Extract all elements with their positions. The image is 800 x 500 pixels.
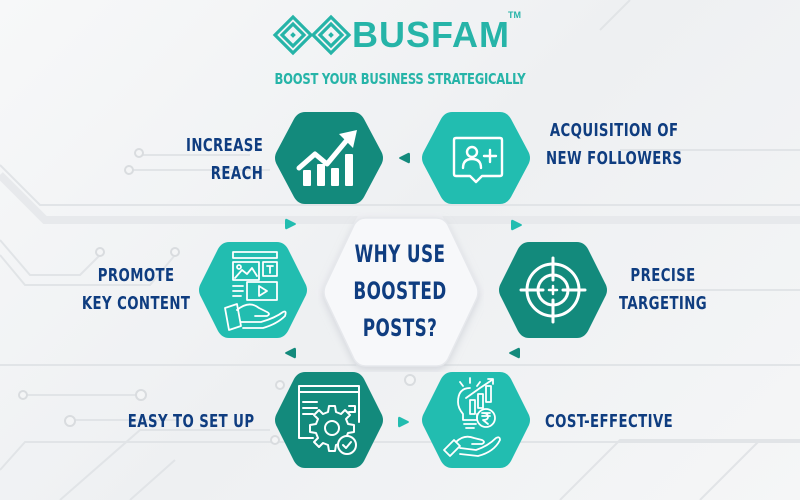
center-title-line-2: BOOSTED (353, 277, 447, 305)
bulb-rupee-hand-icon (443, 377, 501, 457)
gear-settings-icon (298, 385, 360, 455)
target-icon (519, 256, 587, 324)
hex-precise-targeting (497, 240, 609, 340)
brand-name: BUSFAM (352, 14, 510, 55)
label-precise-targeting: PRECISE TARGETING (619, 262, 707, 318)
hex-easy-setup (273, 370, 385, 470)
add-user-icon (452, 136, 504, 184)
center-hexagon (318, 212, 484, 372)
label-line: KEY CONTENT (81, 293, 190, 314)
arrow-left-icon (285, 347, 296, 359)
brand-logo: BUSFAM TM (272, 10, 532, 58)
label-increase-reach: INCREASE REACH (186, 132, 263, 188)
label-promote-content: PROMOTE KEY CONTENT (81, 262, 190, 318)
label-easy-setup: EASY TO SET UP (127, 408, 254, 436)
hex-increase-reach (273, 110, 385, 206)
label-line: NEW FOLLOWERS (546, 148, 683, 169)
label-line: INCREASE (185, 135, 263, 156)
hex-acquisition (420, 110, 532, 206)
label-line: TARGETING (619, 293, 708, 314)
center-title: WHY USE BOOSTED POSTS? (338, 236, 463, 347)
brand-tagline: BOOST YOUR BUSINESS STRATEGICALLY (274, 70, 526, 88)
label-line: PROMOTE (97, 265, 175, 286)
label-acquisition: ACQUISITION OF NEW FOLLOWERS (546, 117, 682, 173)
label-line: EASY TO SET UP (127, 411, 254, 432)
arrow-right-icon (511, 219, 522, 231)
busfam-logo-mark-icon (272, 14, 352, 56)
arrow-right-icon (398, 416, 409, 428)
arrow-left-icon (399, 152, 410, 164)
center-title-line-3: POSTS? (362, 314, 438, 342)
hex-cost-effective (420, 370, 532, 470)
growth-chart-icon (296, 130, 357, 186)
arrow-left-icon (509, 347, 520, 359)
trademark-symbol: TM (508, 10, 521, 20)
label-cost-effective: COST-EFFECTIVE (545, 408, 673, 436)
label-line: COST-EFFECTIVE (545, 411, 674, 432)
center-title-line-1: WHY USE (354, 240, 446, 268)
label-line: REACH (210, 163, 263, 184)
content-hand-icon (224, 251, 287, 331)
arrow-right-icon (285, 218, 296, 230)
label-line: PRECISE (630, 265, 696, 286)
label-line: ACQUISITION OF (549, 120, 679, 141)
hex-promote-content (197, 240, 309, 340)
